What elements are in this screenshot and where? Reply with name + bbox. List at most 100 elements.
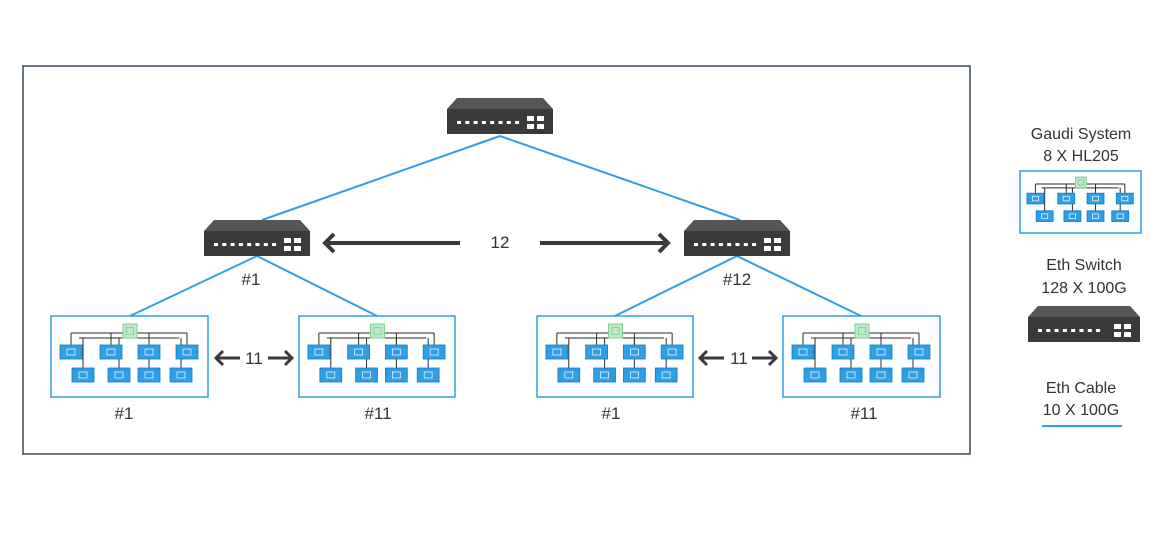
switch-port <box>238 243 243 246</box>
accelerator-chip <box>1062 195 1070 202</box>
system-hub-core <box>1077 179 1084 186</box>
ethernet-switch-icon <box>447 98 553 134</box>
switch-port <box>1046 329 1051 332</box>
accelerator-chip <box>876 371 886 379</box>
switch-uplink-port <box>294 246 301 251</box>
switch-port <box>743 243 748 246</box>
accelerator-chip <box>1121 195 1129 202</box>
legend-cable-detail: 10 X 100G <box>1043 402 1120 419</box>
accelerator-chip <box>1116 213 1124 219</box>
hl205-accelerator <box>1086 192 1105 205</box>
system-hub-core <box>126 327 134 335</box>
switch-port <box>247 243 252 246</box>
accelerator-card <box>1086 210 1105 222</box>
accelerator-card <box>385 367 408 383</box>
accelerator-card <box>319 367 343 383</box>
accelerator-chip <box>66 348 76 356</box>
hl205-accelerator <box>803 367 827 383</box>
ethernet-switch-icon <box>684 220 790 256</box>
switch-port <box>457 121 461 124</box>
hl205-accelerator <box>839 367 863 383</box>
accelerator-card <box>347 344 370 360</box>
accelerator-chip <box>144 348 154 356</box>
hl205-accelerator <box>791 344 815 360</box>
arrow-head <box>657 232 671 254</box>
arrow-head <box>697 349 709 367</box>
accelerator-chip <box>362 371 371 379</box>
accelerator-card <box>907 344 931 360</box>
legend-switch-title: Eth Switch <box>1046 257 1122 274</box>
switch-port <box>1079 329 1084 332</box>
legend-cable-title: Eth Cable <box>1046 380 1116 397</box>
accelerator-card <box>593 367 616 383</box>
hl205-accelerator <box>385 344 408 360</box>
gaudi-systems <box>50 315 941 398</box>
arrow-head <box>213 349 225 367</box>
switch-top-face <box>204 220 310 231</box>
accelerator-chip <box>78 371 88 379</box>
switch-port <box>222 243 227 246</box>
accelerator-chip <box>429 348 439 356</box>
system-count-label-right: 11 <box>730 349 748 368</box>
hl205-accelerator <box>869 367 893 383</box>
switch-top-face <box>1028 306 1140 317</box>
leaf-switch-label-right: #12 <box>723 270 751 289</box>
double-arrow-icon <box>697 349 724 367</box>
switch-port <box>752 243 757 246</box>
switch-port <box>465 121 470 124</box>
switch-port <box>498 121 503 124</box>
accelerator-card <box>1086 192 1105 205</box>
accelerator-chip <box>810 371 820 379</box>
double-arrow-icon <box>322 232 460 254</box>
accelerator-chip <box>876 348 886 356</box>
accelerator-card <box>545 344 569 360</box>
hl205-accelerator <box>1057 192 1076 205</box>
accelerator-card <box>1063 210 1082 222</box>
hl205-accelerator <box>1026 192 1045 205</box>
eth-cables <box>129 135 862 317</box>
eth-switches <box>204 98 790 256</box>
switch-port <box>727 243 732 246</box>
switch-port <box>473 121 478 124</box>
system-hub-core <box>373 327 382 335</box>
switch-port <box>230 243 235 246</box>
switch-uplink-port <box>284 238 291 243</box>
switch-uplink-port <box>1124 324 1131 329</box>
switch-uplink-port <box>774 246 781 251</box>
hl205-accelerator <box>347 344 370 360</box>
accelerator-chip <box>908 371 918 379</box>
switch-port <box>214 243 218 246</box>
accelerator-card <box>169 367 193 383</box>
accelerator-chip <box>914 348 924 356</box>
hl205-accelerator <box>623 344 646 360</box>
accelerator-chip <box>846 371 856 379</box>
accelerator-card <box>654 367 678 383</box>
double-arrow-icon <box>213 349 240 367</box>
switch-port <box>506 121 511 124</box>
hl205-accelerator <box>1086 210 1105 222</box>
accelerator-card <box>307 344 331 360</box>
accelerator-chip <box>1092 195 1100 202</box>
accelerator-chip <box>661 371 671 379</box>
accelerator-chip <box>667 348 677 356</box>
accelerator-chip <box>176 371 186 379</box>
accelerator-card <box>660 344 684 360</box>
accelerator-chip <box>630 371 639 379</box>
accelerator-card <box>422 344 446 360</box>
arrow-head <box>322 232 336 254</box>
switch-port <box>1096 329 1101 332</box>
hl205-accelerator <box>355 367 378 383</box>
accelerator-chip <box>392 348 401 356</box>
hl205-accelerator <box>585 344 608 360</box>
accelerator-card <box>831 344 855 360</box>
system-hub-core <box>611 327 620 335</box>
system-hub <box>122 323 138 339</box>
accelerator-card <box>623 344 646 360</box>
switch-uplink-port <box>1124 332 1131 337</box>
accelerator-chip <box>314 348 324 356</box>
accelerator-card <box>1057 192 1076 205</box>
eth-cable <box>499 135 741 221</box>
system-hub <box>370 323 385 339</box>
accelerator-chip <box>838 348 848 356</box>
